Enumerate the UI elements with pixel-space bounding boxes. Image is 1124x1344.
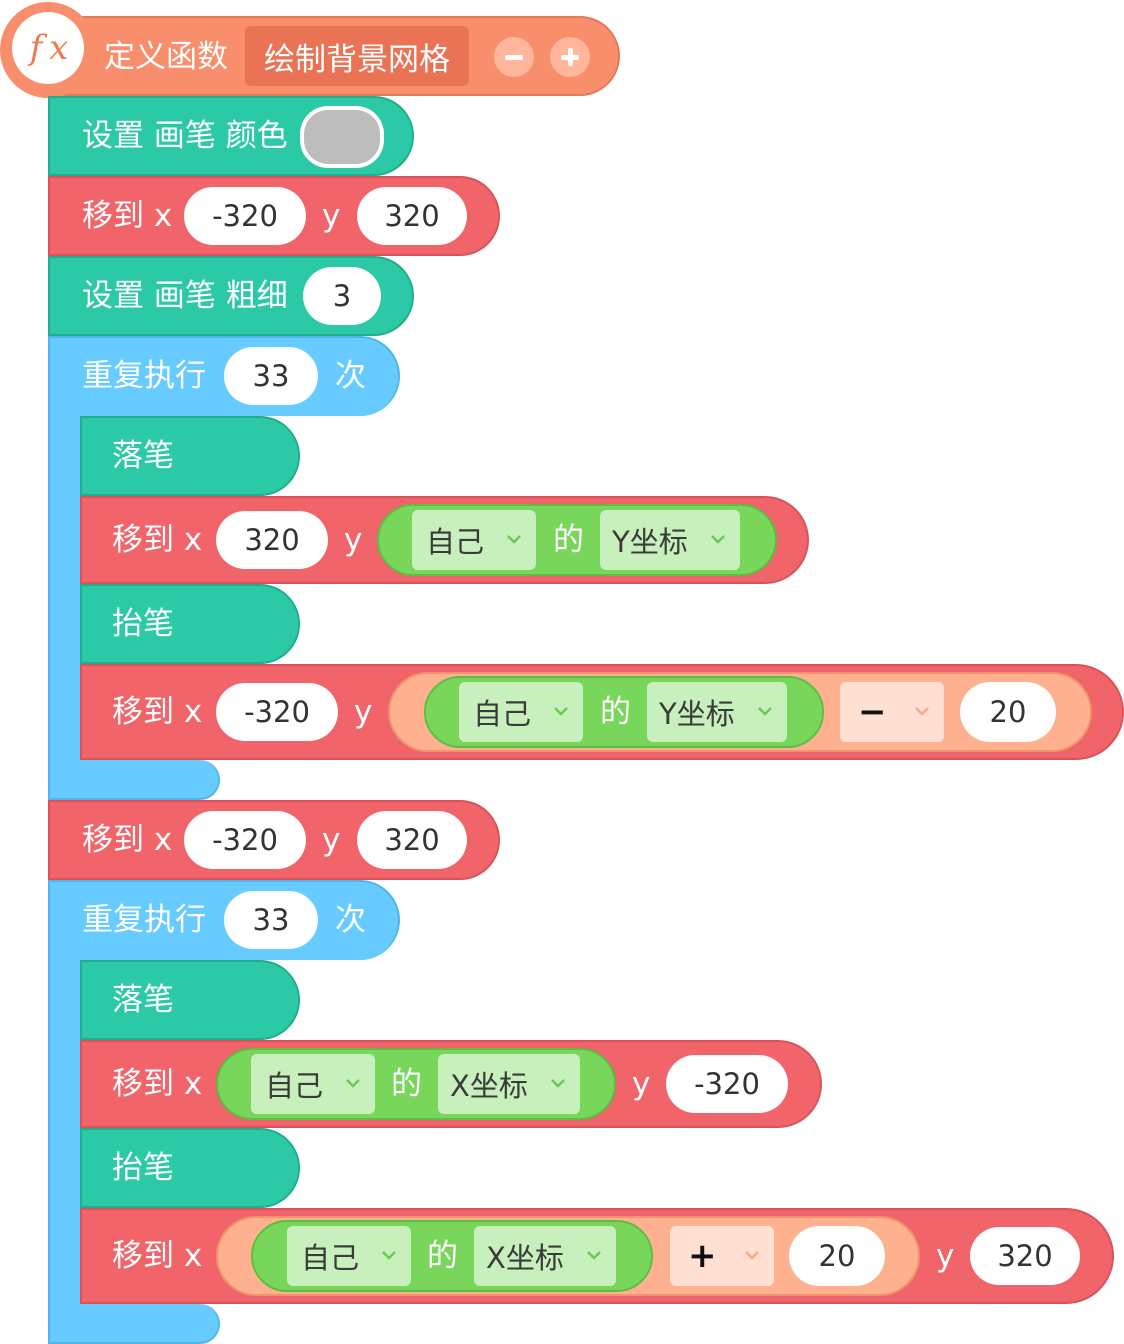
operator-dropdown[interactable]: + (670, 1226, 774, 1286)
plus-icon-vertical (567, 48, 573, 66)
property-dropdown[interactable]: X坐标 (474, 1226, 616, 1286)
operand-input[interactable]: 20 (960, 682, 1056, 742)
of-label: 的 (427, 1238, 458, 1274)
y-label: y (322, 198, 341, 234)
repeat-times-label: 次 (335, 902, 366, 938)
of-label: 的 (391, 1066, 422, 1102)
y-label: y (344, 522, 363, 558)
repeat-block-2-arm (48, 954, 82, 1310)
x-input[interactable]: -320 (184, 811, 306, 869)
y-label: y (936, 1238, 955, 1274)
pen-up-label: 抬笔 (112, 1150, 174, 1186)
move-to-label: 移到 x (82, 198, 173, 234)
pen-size-input[interactable]: 3 (303, 267, 381, 325)
repeat-block-1-foot[interactable] (48, 760, 220, 800)
operator-dropdown[interactable]: − (840, 682, 944, 742)
remove-param-button[interactable] (494, 37, 534, 77)
minus-icon (505, 54, 523, 60)
chevron-down-icon (758, 707, 772, 716)
repeat-count-input[interactable]: 33 (224, 891, 318, 949)
operator-symbol: − (858, 692, 887, 732)
move-to-label: 移到 x (112, 694, 203, 730)
object-dropdown-text: 自己 (426, 525, 485, 559)
of-label: 的 (600, 694, 631, 730)
x-input[interactable]: -320 (184, 187, 306, 245)
move-to-label: 移到 x (112, 1066, 203, 1102)
chevron-down-icon (711, 535, 725, 544)
pen-color-swatch[interactable] (300, 106, 384, 168)
object-dropdown-text: 自己 (301, 1241, 360, 1275)
object-dropdown[interactable]: 自己 (412, 510, 536, 570)
y-input[interactable]: -320 (666, 1055, 788, 1113)
repeat-block-1[interactable] (48, 336, 400, 416)
y-label: y (322, 822, 341, 858)
property-dropdown[interactable]: Y坐标 (600, 510, 740, 570)
chevron-down-icon (551, 1079, 565, 1088)
add-param-button[interactable] (550, 37, 590, 77)
chevron-down-icon (587, 1251, 601, 1260)
pen-up-block-2[interactable] (80, 1128, 300, 1208)
chevron-down-icon (382, 1251, 396, 1260)
property-dropdown-text: X坐标 (450, 1069, 528, 1103)
chevron-down-icon (554, 707, 568, 716)
property-dropdown-text: Y坐标 (659, 697, 735, 731)
chevron-down-icon (745, 1251, 759, 1260)
object-dropdown[interactable]: 自己 (287, 1226, 411, 1286)
function-icon-inner: f x (12, 12, 84, 84)
define-label: 定义函数 (104, 39, 228, 75)
function-name-field[interactable]: 绘制背景网格 (245, 26, 469, 86)
chevron-down-icon (915, 707, 929, 716)
x-input[interactable]: -320 (216, 683, 338, 741)
property-dropdown[interactable]: X坐标 (438, 1054, 580, 1114)
x-input[interactable]: 320 (216, 511, 328, 569)
property-dropdown-text: X坐标 (486, 1241, 564, 1275)
repeat-label: 重复执行 (82, 358, 206, 394)
function-name-text: 绘制背景网格 (264, 41, 450, 78)
object-dropdown[interactable]: 自己 (459, 682, 583, 742)
pen-down-label: 落笔 (112, 982, 174, 1018)
move-to-label: 移到 x (112, 522, 203, 558)
fx-icon: f x (29, 28, 69, 68)
operator-symbol: + (688, 1236, 717, 1276)
object-dropdown[interactable]: 自己 (251, 1054, 375, 1114)
of-label: 的 (553, 522, 584, 558)
pen-down-block-1[interactable] (80, 416, 300, 496)
pen-down-block-2[interactable] (80, 960, 300, 1040)
property-dropdown[interactable]: Y坐标 (647, 682, 787, 742)
pen-color-fill (304, 110, 380, 164)
repeat-block-2-foot[interactable] (48, 1304, 220, 1344)
pen-down-label: 落笔 (112, 438, 174, 474)
operand-input[interactable]: 20 (789, 1226, 885, 1286)
pen-up-label: 抬笔 (112, 606, 174, 642)
repeat-label: 重复执行 (82, 902, 206, 938)
set-pen-color-label: 设置 画笔 颜色 (82, 118, 288, 154)
y-label: y (632, 1066, 651, 1102)
repeat-times-label: 次 (335, 358, 366, 394)
y-input[interactable]: 320 (357, 811, 467, 869)
y-input[interactable]: 320 (357, 187, 467, 245)
repeat-block-1-arm (48, 410, 82, 766)
repeat-count-input[interactable]: 33 (224, 347, 318, 405)
pen-up-block-1[interactable] (80, 584, 300, 664)
property-dropdown-text: Y坐标 (612, 525, 688, 559)
object-dropdown-text: 自己 (473, 697, 532, 731)
object-dropdown-text: 自己 (265, 1069, 324, 1103)
move-to-label: 移到 x (112, 1238, 203, 1274)
chevron-down-icon (346, 1079, 360, 1088)
chevron-down-icon (507, 535, 521, 544)
set-pen-size-label: 设置 画笔 粗细 (82, 278, 288, 314)
y-label: y (354, 694, 373, 730)
y-input[interactable]: 320 (970, 1227, 1080, 1285)
move-to-label: 移到 x (82, 822, 173, 858)
